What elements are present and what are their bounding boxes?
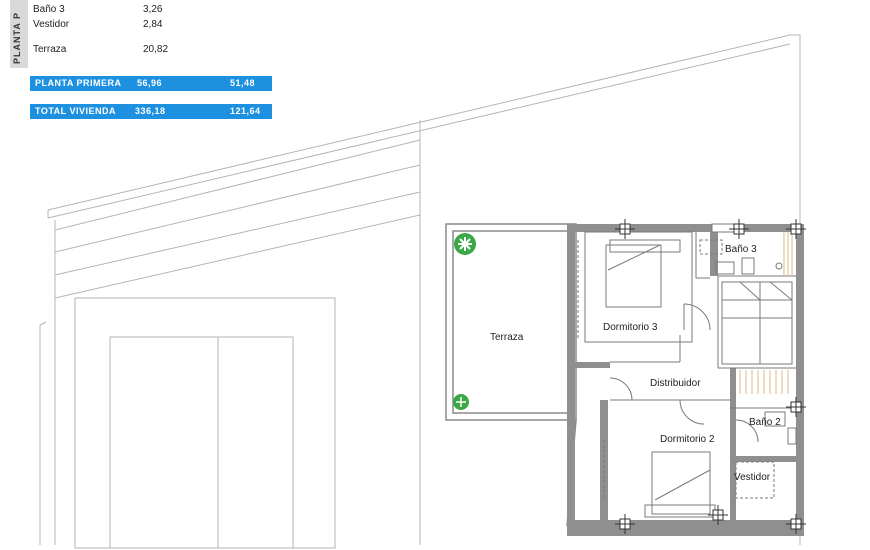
surface-row-bano-3: Baño 3 3,26 (33, 4, 162, 15)
plant-icon (453, 394, 469, 410)
surface-row-value: 2,84 (143, 19, 163, 30)
plant-icon (454, 233, 476, 255)
room-label-bano-2: Baño 2 (749, 417, 781, 428)
summary-bar-label: PLANTA PRIMERA (35, 78, 122, 88)
summary-bar-value-1: 56,96 (137, 78, 163, 88)
room-label-vestidor: Vestidor (734, 472, 771, 483)
surface-row-value: 20,82 (143, 44, 169, 55)
roof-outline (39, 34, 801, 549)
summary-bar-value-2: 51,48 (230, 78, 256, 88)
surface-row-label: Terraza (33, 44, 67, 55)
room-label-dormitorio-2: Dormitorio 2 (660, 434, 715, 445)
surface-row-terraza: Terraza 20,82 (33, 44, 168, 55)
summary-bar-planta-primera: PLANTA PRIMERA 56,96 51,48 (30, 76, 272, 91)
summary-bar-total-vivienda: TOTAL VIVIENDA 336,18 121,64 (30, 104, 272, 119)
summary-bar-value-1: 336,18 (135, 106, 166, 116)
surface-row-label: Vestidor (33, 19, 70, 30)
stair-hatching (739, 232, 793, 394)
floor-tab: PLANTA P (10, 0, 28, 68)
room-label-distribuidor: Distribuidor (650, 378, 701, 389)
house-walls (567, 224, 804, 536)
terraza-walls (445, 223, 577, 527)
surface-row-vestidor: Vestidor 2,84 (33, 19, 162, 30)
summary-bar-label: TOTAL VIVIENDA (35, 106, 117, 116)
interior-lines (577, 223, 797, 518)
room-label-dormitorio-3: Dormitorio 3 (603, 322, 658, 333)
room-label-bano-3: Baño 3 (725, 244, 757, 255)
surface-row-value: 3,26 (143, 4, 163, 15)
surface-row-label: Baño 3 (33, 4, 65, 15)
room-label-terraza: Terraza (490, 332, 524, 343)
summary-bar-value-2: 121,64 (230, 106, 261, 116)
column-markers (615, 219, 806, 534)
